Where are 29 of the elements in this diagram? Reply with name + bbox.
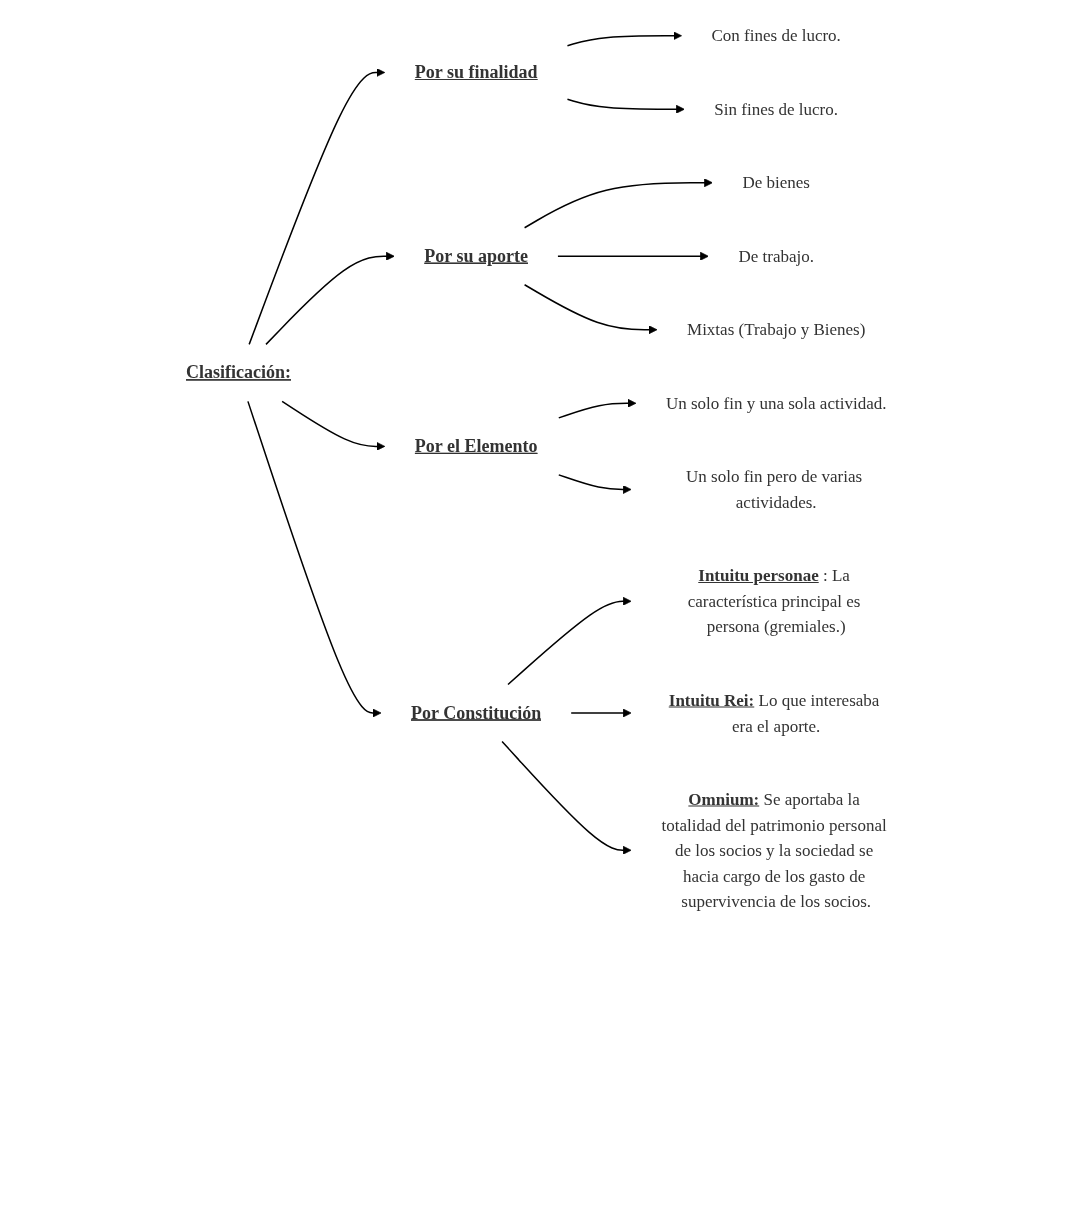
node-text: Omnium: Se aportaba la totalidad del patrimonio personal de los socios y la sociedad se hacia cargo de los gasto de supervivencia de los socios. bbox=[661, 789, 888, 911]
node-text: Un solo fin y una sola actividad. bbox=[666, 393, 887, 413]
arrow bbox=[501, 740, 632, 855]
arrow bbox=[524, 178, 714, 229]
arrow bbox=[557, 251, 710, 261]
node-text: De trabajo. bbox=[738, 246, 815, 266]
node-text: Por el Elemento bbox=[415, 435, 538, 456]
node-text: Por Constitución bbox=[411, 702, 542, 723]
arrow bbox=[570, 708, 632, 718]
arrow bbox=[248, 68, 386, 346]
arrow bbox=[507, 596, 632, 686]
arrow bbox=[281, 400, 386, 451]
arrow bbox=[265, 251, 396, 346]
arrow bbox=[558, 474, 632, 494]
node-text: Sin fines de lucro. bbox=[714, 99, 839, 119]
node-text: Por su finalidad bbox=[415, 62, 538, 82]
arrow bbox=[558, 398, 637, 419]
node-text: Un solo fin pero de varias actividades. bbox=[686, 467, 863, 512]
node-text: Intuitu Rei: Lo que interesaba era el aporte. bbox=[669, 690, 880, 735]
node-text: De bienes bbox=[742, 173, 811, 192]
node-text: Clasificación: bbox=[186, 362, 292, 383]
arrow bbox=[567, 98, 686, 114]
node-text: Mixtas (Trabajo y Bienes) bbox=[687, 320, 866, 339]
node-text: Intuitu personae : La característica principal es persona (gremiales.) bbox=[688, 566, 861, 636]
arrow bbox=[567, 31, 683, 47]
arrow bbox=[247, 400, 382, 718]
node-text: Por su aporte bbox=[424, 245, 529, 266]
arrow bbox=[524, 284, 658, 335]
node-text: Con fines de lucro. bbox=[711, 26, 842, 45]
